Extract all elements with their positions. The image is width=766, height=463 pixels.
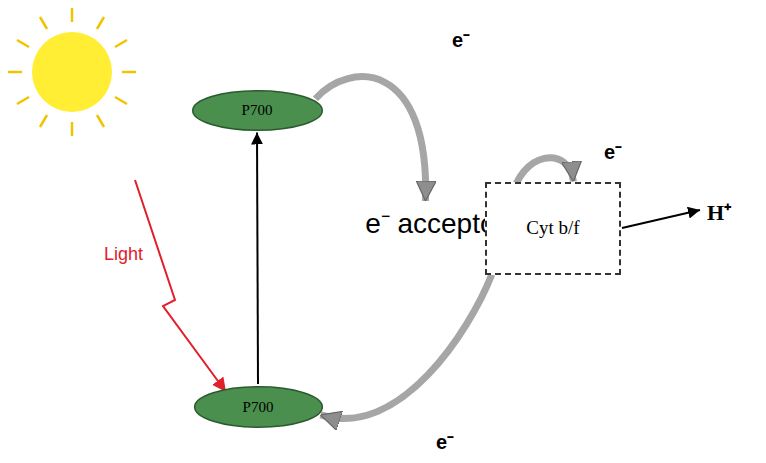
electron-label: e⁻ (436, 428, 454, 455)
light-bolt (135, 180, 226, 392)
proton-label: H⁺ (707, 196, 731, 226)
light-label: Light (104, 244, 143, 265)
node-text: P700 (243, 399, 274, 416)
node-text: Cyt b/f (526, 217, 579, 239)
sun (8, 8, 136, 136)
electron-flow-arrow (321, 275, 492, 419)
electron-label: e⁻ (604, 138, 622, 165)
p700-ellipse: P700 (192, 384, 325, 430)
node-text: e⁻ acceptor (365, 203, 505, 241)
cytochrome-box: Cyt b/f (485, 182, 621, 275)
electron-label: e⁻ (452, 26, 470, 53)
electron-flow-arrow (257, 133, 258, 385)
p700-ellipse: P700 (190, 88, 325, 133)
node-text: P700 (242, 102, 273, 119)
electron-flow-arrow (315, 77, 425, 201)
proton-arrow (622, 210, 700, 228)
